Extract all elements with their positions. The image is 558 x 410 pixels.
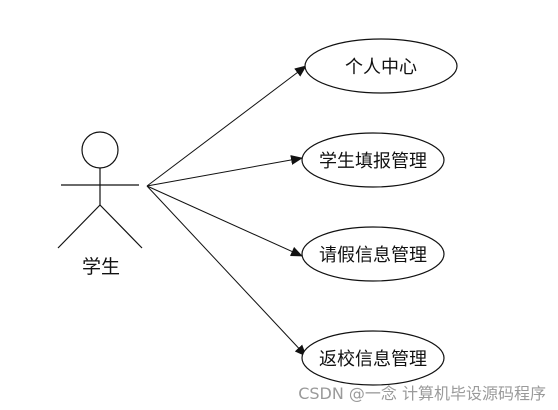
actor-left-leg: [57, 204, 101, 249]
association-line-1: [146, 65, 307, 187]
association-line-2: [146, 155, 303, 187]
use-case-ellipse-3: [301, 226, 445, 282]
watermark: CSDN @一念 计算机毕设源码程序: [298, 384, 546, 403]
use-case-ellipse-1: [304, 38, 458, 94]
actor-head: [81, 131, 119, 169]
association-line-3: [146, 185, 303, 257]
use-case-ellipse-2: [301, 132, 445, 188]
use-case-label-1: 个人中心: [345, 57, 417, 78]
actor-figure: [57, 131, 143, 249]
use-case-label-3: 请假信息管理: [319, 245, 427, 266]
association-line-4: [146, 185, 307, 357]
use-case-label-2: 学生填报管理: [319, 151, 427, 172]
actor-label: 学生: [81, 256, 120, 278]
actor-right-leg: [99, 204, 143, 249]
use-case-label-4: 返校信息管理: [319, 349, 427, 370]
use-case-ellipse-4: [301, 330, 445, 386]
